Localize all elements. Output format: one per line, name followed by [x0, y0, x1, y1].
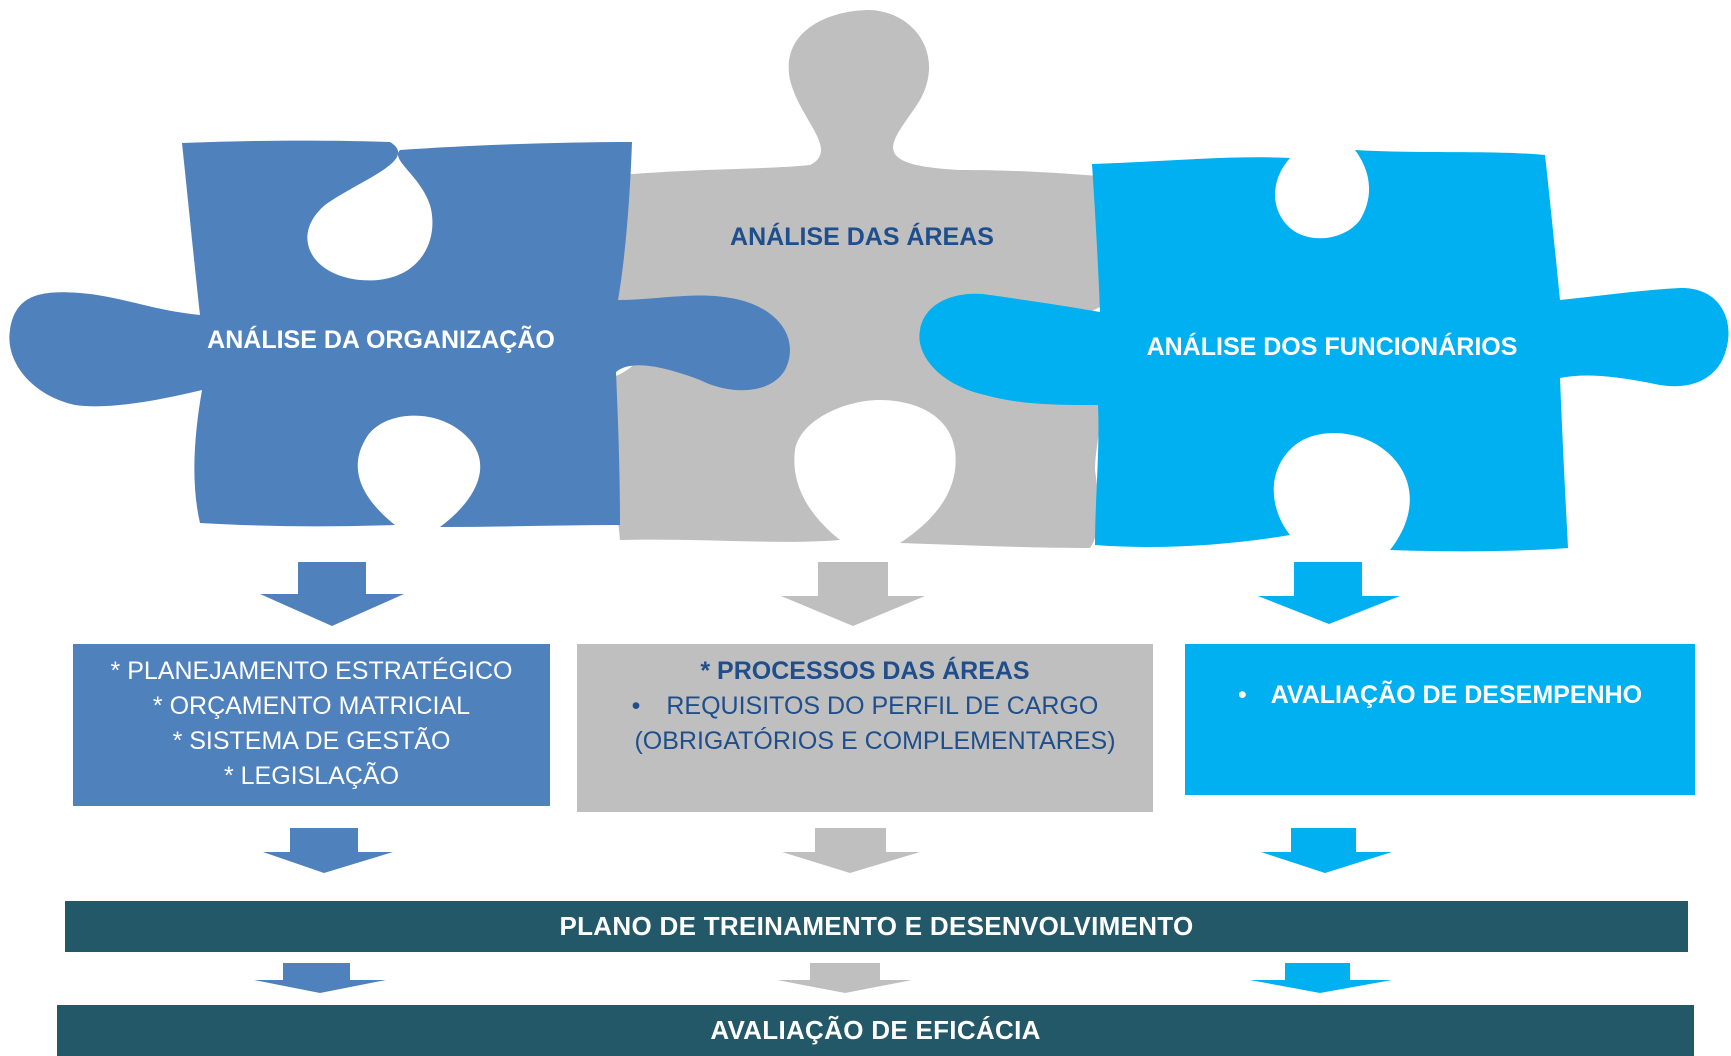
puzzle-title-organizacao: ANÁLISE DA ORGANIZAÇÃO	[207, 324, 555, 354]
puzzle-piece-organizacao	[9, 140, 790, 527]
puzzle-title-funcionarios: ANÁLISE DOS FUNCIONÁRIOS	[1147, 332, 1518, 361]
box-funcionarios-item: AVALIAÇÃO DE DESEMPENHO	[1270, 681, 1643, 709]
puzzle-title-areas: ANÁLISE DAS ÁREAS	[730, 222, 994, 251]
box-organizacao-line: * ORÇAMENTO MATRICIAL	[152, 692, 471, 720]
box-organizacao-line: * SISTEMA DE GESTÃO	[172, 727, 451, 755]
arrow-down-icon	[260, 562, 404, 626]
arrow-down-icon	[254, 963, 386, 993]
arrow-down-icon	[1258, 562, 1400, 624]
bullet-icon: •	[1237, 681, 1247, 709]
box-areas-line: • REQUISITOS DO PERFIL DE CARGO	[632, 689, 1099, 724]
box-areas-heading: * PROCESSOS DAS ÁREAS	[700, 657, 1030, 685]
box-organizacao-line: * PLANEJAMENTO ESTRATÉGICO	[110, 657, 513, 685]
arrow-down-icon	[781, 562, 925, 626]
bullet-icon: •	[631, 692, 641, 720]
arrow-down-icon	[1261, 828, 1392, 873]
puzzle-piece-areas	[597, 10, 1125, 548]
box-areas: * PROCESSOS DAS ÁREAS • REQUISITOS DO PER…	[577, 644, 1153, 812]
box-organizacao: * PLANEJAMENTO ESTRATÉGICO * ORÇAMENTO M…	[73, 644, 550, 806]
band-plano-treinamento: PLANO DE TREINAMENTO E DESENVOLVIMENTO	[65, 901, 1688, 952]
band-avaliacao-eficacia: AVALIAÇÃO DE EFICÁCIA	[57, 1005, 1694, 1056]
box-organizacao-line: * LEGISLAÇÃO	[223, 762, 400, 790]
box-areas-line: (OBRIGATÓRIOS E COMPLEMENTARES)	[634, 727, 1116, 755]
box-areas-item: REQUISITOS DO PERFIL DE CARGO	[666, 692, 1099, 720]
arrow-down-icon	[782, 828, 920, 873]
box-funcionarios-line: • AVALIAÇÃO DE DESEMPENHO	[1238, 678, 1642, 713]
box-funcionarios: • AVALIAÇÃO DE DESEMPENHO	[1185, 644, 1695, 795]
arrow-down-icon	[263, 828, 393, 873]
arrow-down-icon	[1250, 963, 1392, 993]
arrow-down-icon	[777, 963, 912, 993]
puzzle-piece-funcionarios	[919, 150, 1729, 552]
